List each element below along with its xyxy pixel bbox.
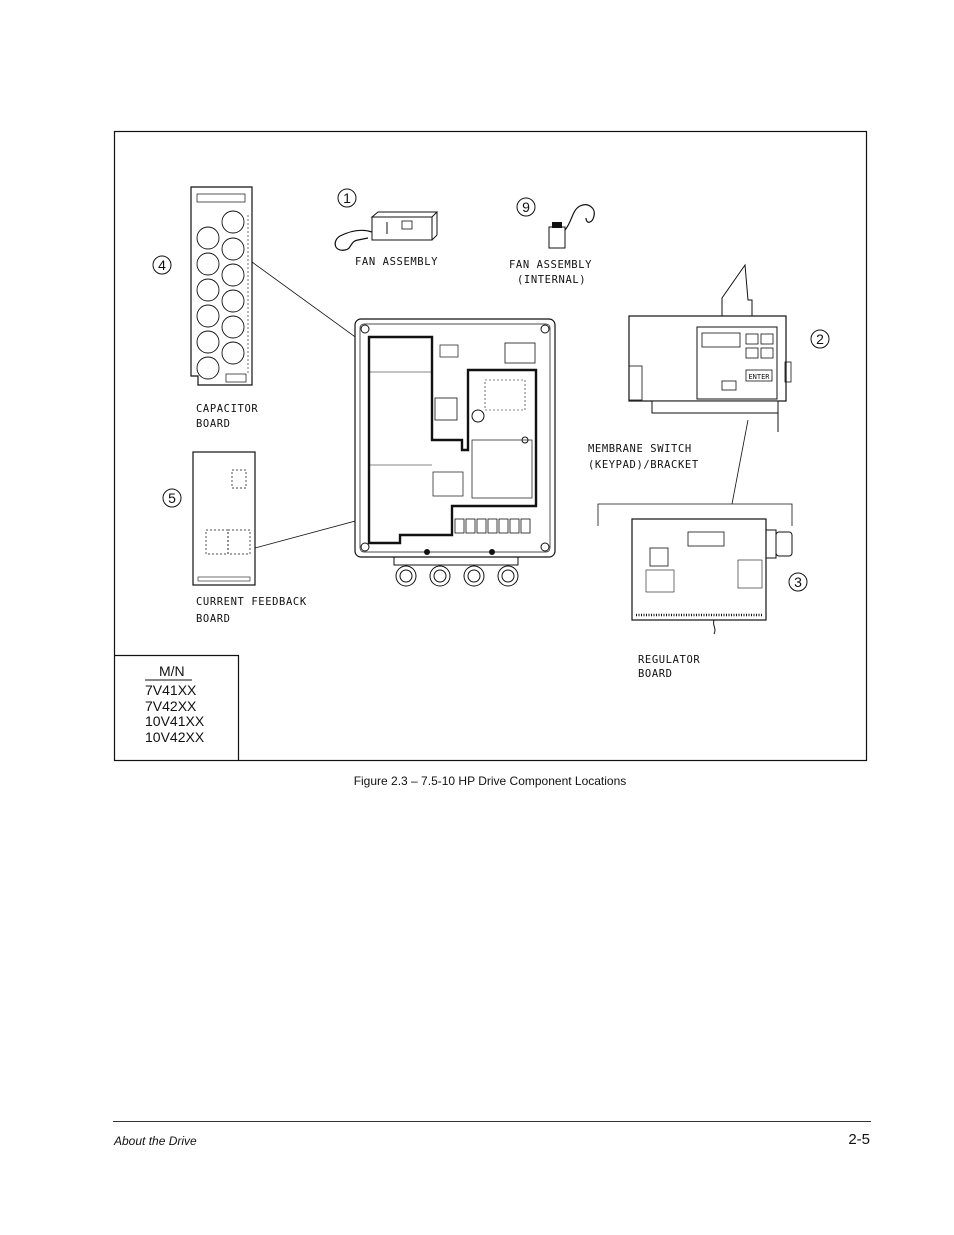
footer-section-title: About the Drive [114, 1134, 197, 1148]
capacitor-board-label-line1: CAPACITOR [196, 403, 258, 415]
page-number: 2-5 [848, 1131, 870, 1148]
regulator-board-label-line1: REGULATOR [638, 654, 700, 666]
model-number: 7V42XX [145, 698, 197, 714]
component-location-diagram: 1 FAN ASSEMBLY 9 FAN ASSEMBLY (INTERNAL)… [113, 130, 868, 762]
current-feedback-board-drawing [162, 451, 256, 586]
enter-key-label: ENTER [748, 373, 770, 381]
figure-caption: Figure 2.3 – 7.5-10 HP Drive Component L… [353, 774, 627, 788]
keypad-label-line1: MEMBRANE SWITCH [588, 443, 692, 455]
model-number: 10V41XX [145, 713, 205, 729]
fan-assembly-drawing [334, 188, 439, 251]
internal-fan-label-line1: FAN ASSEMBLY [509, 259, 592, 271]
callout-number: 3 [794, 574, 802, 590]
callout-number: 5 [168, 490, 176, 506]
callout-number: 9 [522, 199, 530, 215]
model-number: 7V41XX [145, 682, 197, 698]
capacitor-board-label-line2: BOARD [196, 418, 231, 430]
fan-assembly-label: FAN ASSEMBLY [355, 256, 438, 268]
keypad-label-line2: (KEYPAD)/BRACKET [588, 459, 699, 471]
regulator-board-drawing [597, 503, 808, 635]
model-number-table [114, 654, 240, 761]
callout-number: 4 [158, 257, 166, 273]
leader-line [731, 419, 749, 505]
callout-number: 1 [343, 190, 351, 206]
drive-chassis-drawing [354, 318, 556, 587]
figure-frame [113, 130, 868, 762]
capacitor-board-drawing [152, 186, 253, 386]
keypad-bracket-drawing: ENTER [628, 263, 830, 432]
footer-divider [113, 1121, 871, 1122]
current-feedback-label-line1: CURRENT FEEDBACK [196, 596, 307, 608]
regulator-board-label-line2: BOARD [638, 668, 673, 680]
internal-fan-label-line2: (INTERNAL) [517, 274, 586, 286]
callout-number: 2 [816, 331, 824, 347]
internal-fan-drawing [516, 197, 595, 249]
current-feedback-label-line2: BOARD [196, 613, 231, 625]
model-table-header: M/N [159, 663, 185, 679]
model-number: 10V42XX [145, 729, 205, 745]
